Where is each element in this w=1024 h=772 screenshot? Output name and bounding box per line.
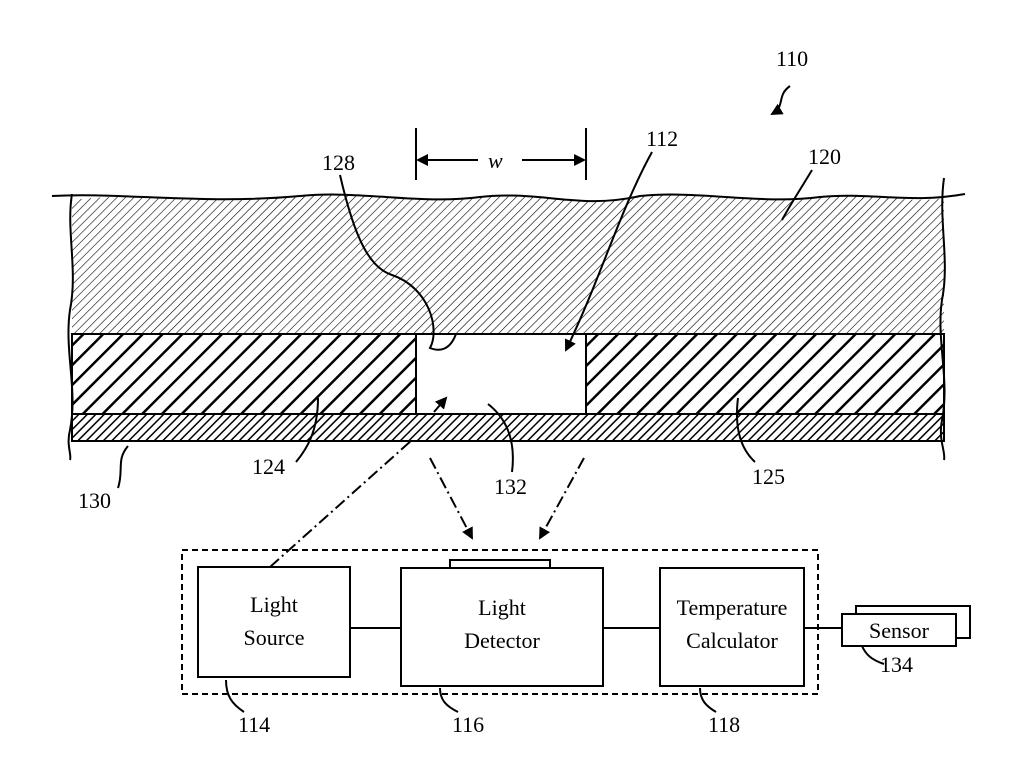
cavity-arrow	[433, 396, 448, 413]
leader-134	[861, 645, 885, 665]
ref-134: 134	[880, 652, 913, 677]
sensor-label: Sensor	[869, 618, 930, 643]
ref-114: 114	[238, 712, 270, 737]
ref-116: 116	[452, 712, 484, 737]
leader-132	[487, 403, 514, 473]
left-break-edge	[67, 193, 74, 461]
ref-130: 130	[78, 488, 111, 513]
leader-112	[564, 151, 653, 352]
detector-window	[449, 559, 551, 569]
leader-124	[295, 397, 319, 463]
light-detector-block	[400, 567, 604, 687]
leader-120	[781, 169, 813, 221]
leader-114	[225, 679, 245, 713]
top-surface-line	[51, 193, 966, 203]
width-label: w	[488, 148, 503, 173]
light-detector-line1: Light	[478, 595, 526, 620]
light-path-source	[269, 439, 413, 568]
ref-112: 112	[646, 126, 678, 151]
top-layer	[72, 194, 944, 334]
leader-125	[736, 397, 756, 463]
leader-118	[699, 687, 717, 713]
leader-116	[439, 687, 459, 713]
light-path-reflect-right	[539, 457, 585, 540]
temperature-calculator-block	[659, 567, 805, 687]
ref-124: 124	[252, 454, 285, 479]
right-spacer	[585, 333, 945, 415]
temperature-calculator-line1: Temperature	[677, 595, 788, 620]
sensor-block	[841, 613, 957, 647]
right-break-edge	[939, 177, 946, 461]
light-source-block	[197, 566, 351, 678]
ref-110: 110	[776, 46, 808, 71]
light-source-line1: Light	[250, 592, 298, 617]
ref-128: 128	[322, 150, 355, 175]
light-detector-line2: Detector	[464, 628, 540, 653]
temperature-calculator-line2: Calculator	[686, 628, 778, 653]
leader-110	[770, 85, 791, 115]
leader-128	[339, 174, 457, 351]
light-source-line2: Source	[243, 625, 304, 650]
ref-120: 120	[808, 144, 841, 169]
ref-125: 125	[752, 464, 785, 489]
ref-118: 118	[708, 712, 740, 737]
left-spacer	[71, 333, 417, 415]
leader-130	[117, 445, 129, 489]
substrate	[71, 413, 945, 442]
ref-132: 132	[494, 474, 527, 499]
light-path-reflect-left	[429, 457, 473, 540]
